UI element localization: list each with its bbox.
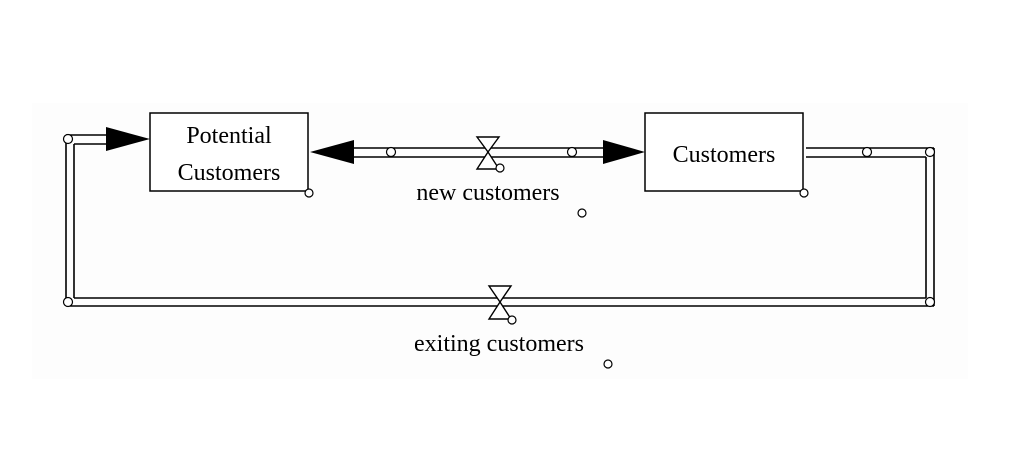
valve-handle[interactable] bbox=[495, 163, 505, 173]
pipe-connector[interactable] bbox=[924, 296, 936, 308]
pipe-connector[interactable] bbox=[861, 146, 873, 158]
arrowhead-right-icon bbox=[603, 140, 645, 164]
pipe-connector[interactable] bbox=[566, 146, 578, 158]
pipe-connector[interactable] bbox=[62, 133, 74, 145]
pipe-connector[interactable] bbox=[62, 296, 74, 308]
valve-icon[interactable] bbox=[487, 285, 513, 304]
valve-icon-lower bbox=[475, 150, 501, 170]
flow-label-handle[interactable] bbox=[577, 208, 587, 218]
stock-label-line2: Customers bbox=[178, 160, 281, 186]
arrowhead-right-icon bbox=[106, 127, 150, 151]
stock-handle[interactable] bbox=[799, 188, 809, 198]
stock-label: Customers bbox=[673, 142, 776, 168]
flow-label: exiting customers bbox=[414, 331, 584, 357]
arrowhead-left-icon bbox=[310, 140, 354, 164]
valve-handle[interactable] bbox=[507, 315, 517, 325]
flow-label-handle[interactable] bbox=[603, 359, 613, 369]
flow-new-customers[interactable]: new customers bbox=[310, 136, 645, 218]
stock-potential-customers[interactable]: Potential Customers bbox=[149, 112, 314, 198]
pipe-connector[interactable] bbox=[385, 146, 397, 158]
stock-customers[interactable]: Customers bbox=[644, 112, 809, 198]
valve-icon-lower bbox=[487, 300, 513, 320]
flow-label: new customers bbox=[416, 180, 559, 206]
stock-handle[interactable] bbox=[304, 188, 314, 198]
stock-label-line1: Potential bbox=[186, 123, 272, 149]
flow-exiting-customers[interactable]: exiting customers bbox=[62, 127, 936, 369]
valve-icon[interactable] bbox=[475, 136, 501, 154]
pipe-connector[interactable] bbox=[924, 146, 936, 158]
